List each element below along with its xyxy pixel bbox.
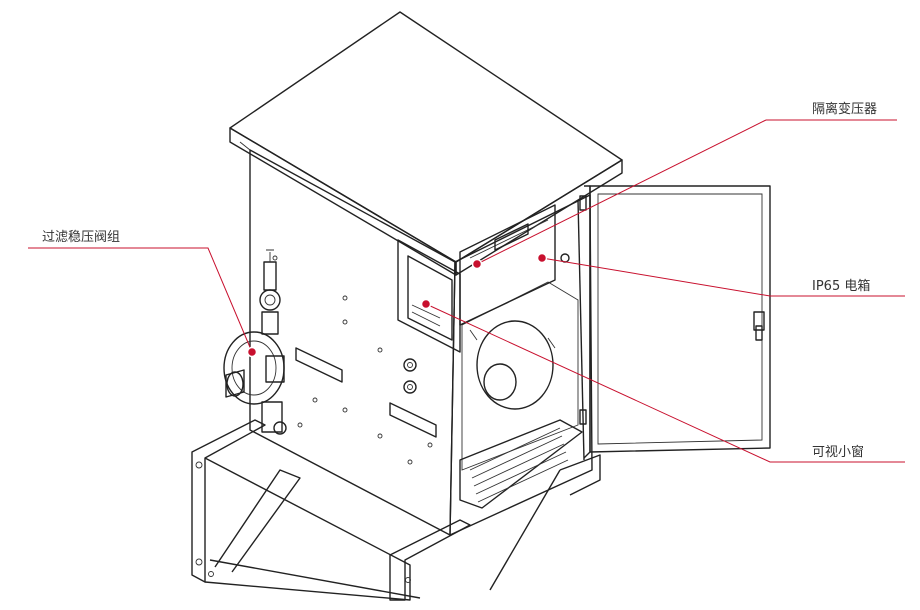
leader-lines — [28, 119, 905, 463]
side-panel-holes — [272, 255, 433, 465]
callout-dot-window — [420, 298, 432, 310]
vent-slots — [295, 347, 437, 438]
viewing-window-frame — [397, 239, 461, 353]
floor-grille — [469, 427, 569, 503]
regulator-valve-group — [223, 249, 287, 435]
motor — [469, 320, 556, 410]
cabinet-body — [249, 149, 593, 536]
callout-dot-ip65-box — [536, 252, 548, 264]
callout-dots — [246, 252, 548, 358]
label-ip65-box: IP65 电箱 — [812, 278, 870, 294]
label-pressure-regulator-group: 过滤稳压阀组 — [42, 229, 120, 245]
label-viewing-window: 可视小窗 — [812, 444, 864, 460]
open-door — [579, 185, 771, 459]
callout-dot-regulator — [246, 346, 258, 358]
cable-glands — [403, 358, 417, 394]
cabinet-roof — [229, 11, 623, 276]
label-isolation-transformer: 隔离变压器 — [812, 101, 877, 117]
ip65-box-shape — [459, 204, 570, 326]
door-handle-icon — [753, 311, 765, 341]
callout-dot-transformer — [471, 258, 483, 270]
